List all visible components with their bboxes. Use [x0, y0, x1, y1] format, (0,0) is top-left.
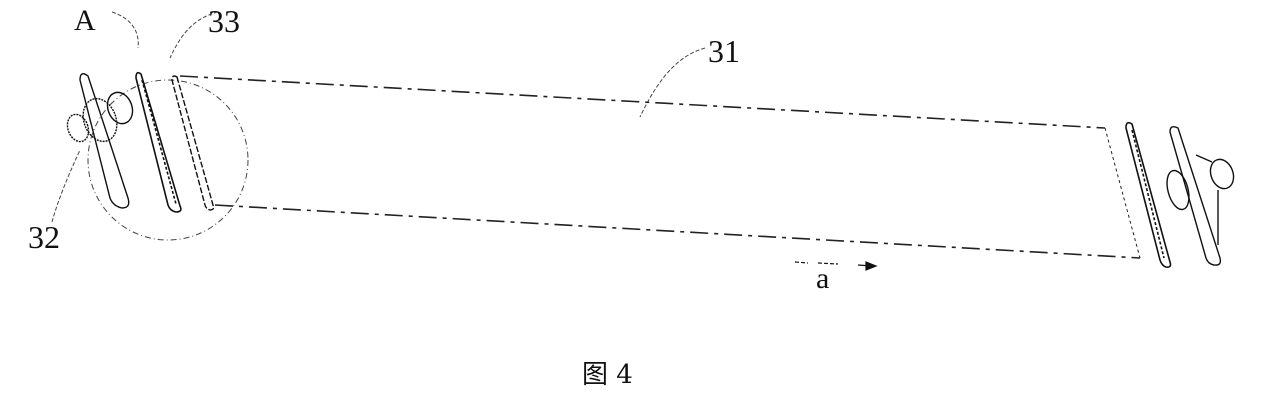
direction-arrow-a [794, 261, 878, 271]
left-belt-end [171, 75, 215, 211]
leader-33 [169, 11, 219, 59]
detail-circle-a [87, 11, 249, 241]
right-bracket [1166, 125, 1235, 266]
leader-32 [51, 149, 81, 223]
label-part-33: 33 [208, 3, 240, 39]
leader-31 [639, 47, 706, 118]
figure-caption: 图 4 [582, 360, 633, 390]
label-direction-a: a [816, 262, 829, 295]
label-part-31: 31 [708, 33, 740, 69]
label-part-32: 32 [28, 219, 60, 255]
left-strip-33 [135, 71, 182, 213]
left-bracket-32 [66, 73, 134, 209]
label-detail-a: A [74, 4, 96, 37]
belt-outline-31 [179, 75, 1141, 259]
right-strip [1125, 121, 1172, 268]
